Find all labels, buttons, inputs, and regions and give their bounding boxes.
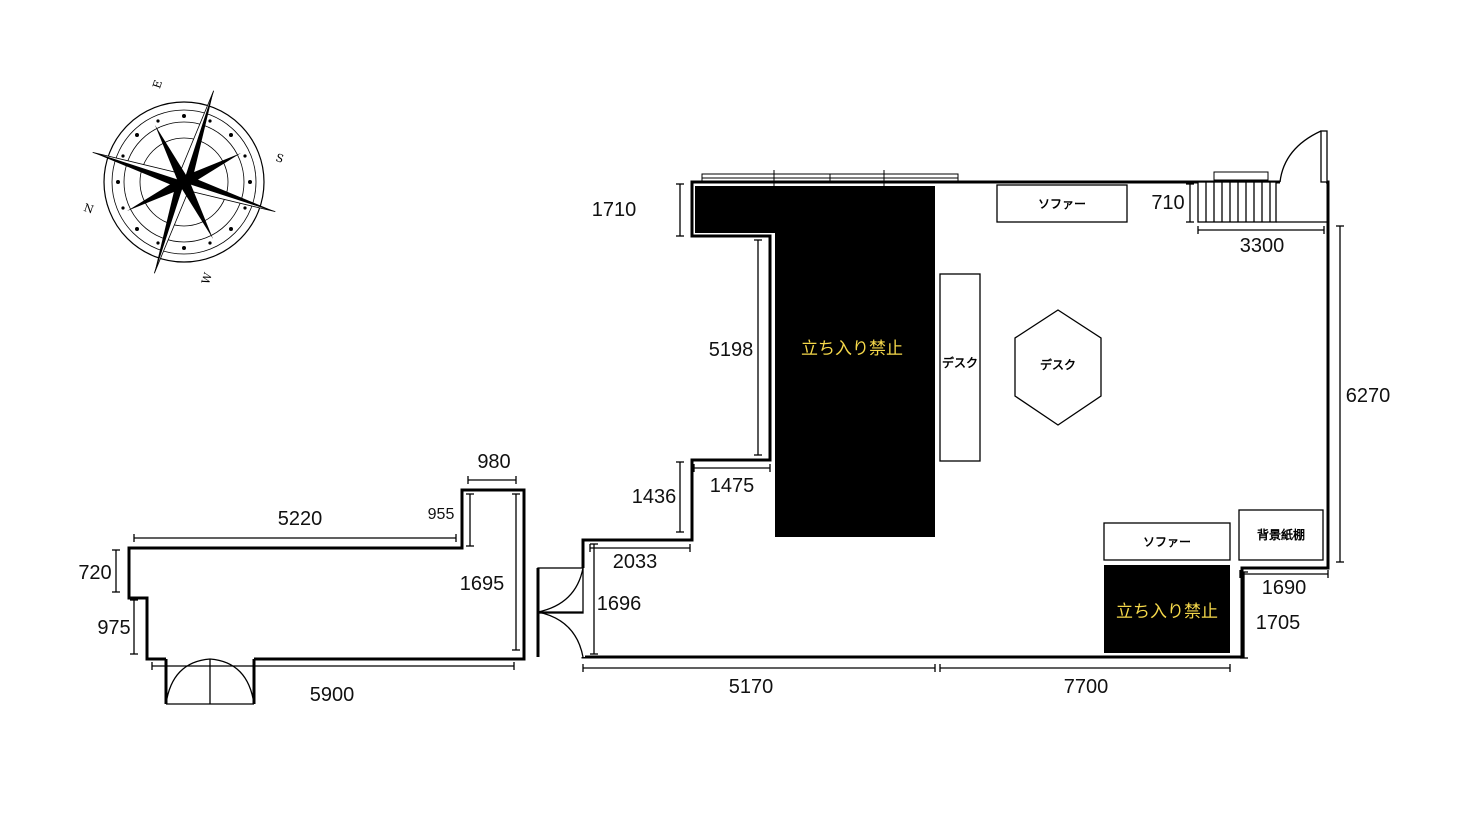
dim-710: 710 [1151, 192, 1184, 214]
compass-west: W [199, 271, 215, 286]
dim-1436: 1436 [632, 486, 677, 508]
dim-5170: 5170 [729, 676, 774, 698]
compass-south: S [274, 151, 285, 166]
door-top-right [1279, 130, 1328, 184]
dim-980: 980 [477, 451, 510, 473]
compass-east: E [150, 79, 165, 91]
sofa-top-label: ソファー [1038, 197, 1086, 211]
desk-tall-label: デスク [942, 355, 978, 370]
compass-north: N [82, 201, 96, 216]
restricted-area-1-label: 立ち入り禁止 [801, 339, 903, 359]
door-main-left [536, 567, 584, 658]
restricted-area-1 [695, 186, 935, 537]
restricted-area-2-label: 立ち入り禁止 [1116, 602, 1218, 622]
restricted-area-2 [1104, 565, 1230, 653]
desk-hex [1014, 309, 1102, 426]
window-strip [701, 170, 959, 186]
main-room-walls [581, 180, 1330, 659]
compass-rose-icon: E S N W [82, 79, 285, 286]
dim-1690: 1690 [1262, 577, 1307, 599]
dim-955: 955 [428, 506, 455, 523]
dim-975: 975 [97, 617, 130, 639]
dim-7700: 7700 [1064, 676, 1109, 698]
sofa-bottom-label: ソファー [1143, 535, 1191, 549]
dim-5198: 5198 [709, 339, 754, 361]
desk-hex-label: デスク [1040, 357, 1076, 372]
backdrop-shelf [1238, 509, 1324, 561]
dim-2033: 2033 [613, 551, 658, 573]
dim-1695: 1695 [460, 573, 505, 595]
left-room-walls [127, 488, 526, 661]
stairs [1197, 171, 1328, 223]
dimension-lines [112, 183, 1344, 672]
dim-1475: 1475 [710, 475, 755, 497]
desk-tall [939, 273, 981, 462]
dim-3300: 3300 [1240, 235, 1285, 257]
sofa-top [996, 184, 1128, 223]
backdrop-shelf-label: 背景紙棚 [1257, 527, 1305, 542]
dim-5220: 5220 [278, 508, 323, 530]
sofa-bottom [1103, 522, 1231, 561]
dim-6270: 6270 [1346, 385, 1391, 407]
dim-1710: 1710 [592, 199, 637, 221]
dim-1705: 1705 [1256, 612, 1301, 634]
dim-1696: 1696 [597, 593, 642, 615]
dim-720: 720 [78, 562, 111, 584]
dim-5900: 5900 [310, 684, 355, 706]
